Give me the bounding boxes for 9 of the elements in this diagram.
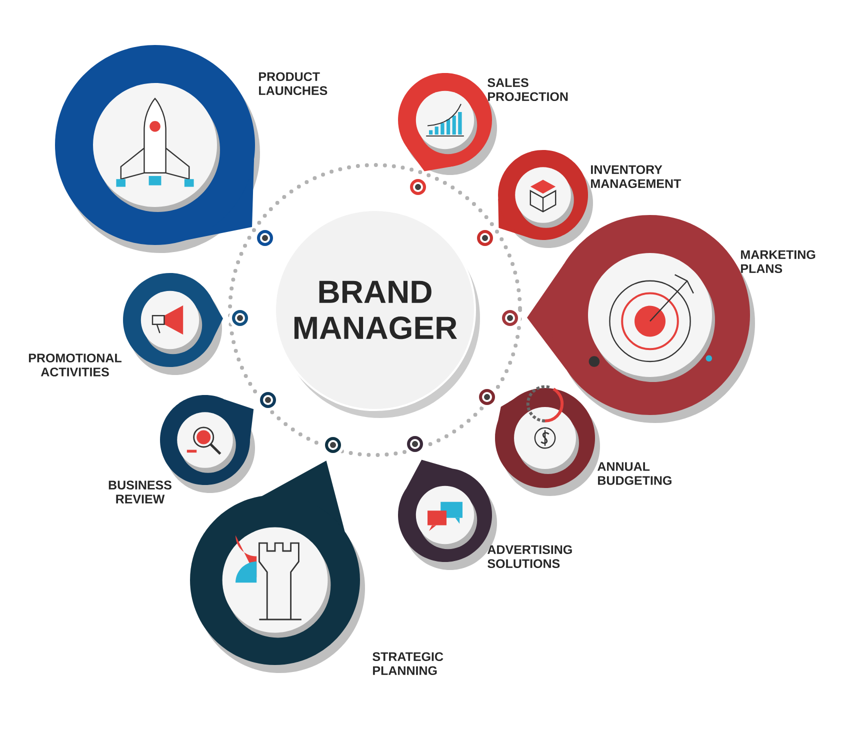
- bubble-label: ANNUAL BUDGETING: [598, 462, 672, 485]
- bubble-label: ADVERTISING SOLUTIONS: [488, 545, 572, 568]
- bubble-label: SALES PROJECTION: [488, 78, 568, 102]
- bubble-label: INVENTORY MANAGEMENT: [591, 165, 682, 188]
- bubble-label: STRATEGIC PLANNING: [372, 652, 444, 676]
- bubble-label: BUSINESS REVIEW: [108, 480, 172, 504]
- bubble-label: PROMOTIONAL ACTIVITIES: [28, 354, 122, 376]
- bubble-label: MARKETING PLANS: [741, 250, 816, 274]
- bubble-label: PRODUCT LAUNCHES: [259, 72, 328, 96]
